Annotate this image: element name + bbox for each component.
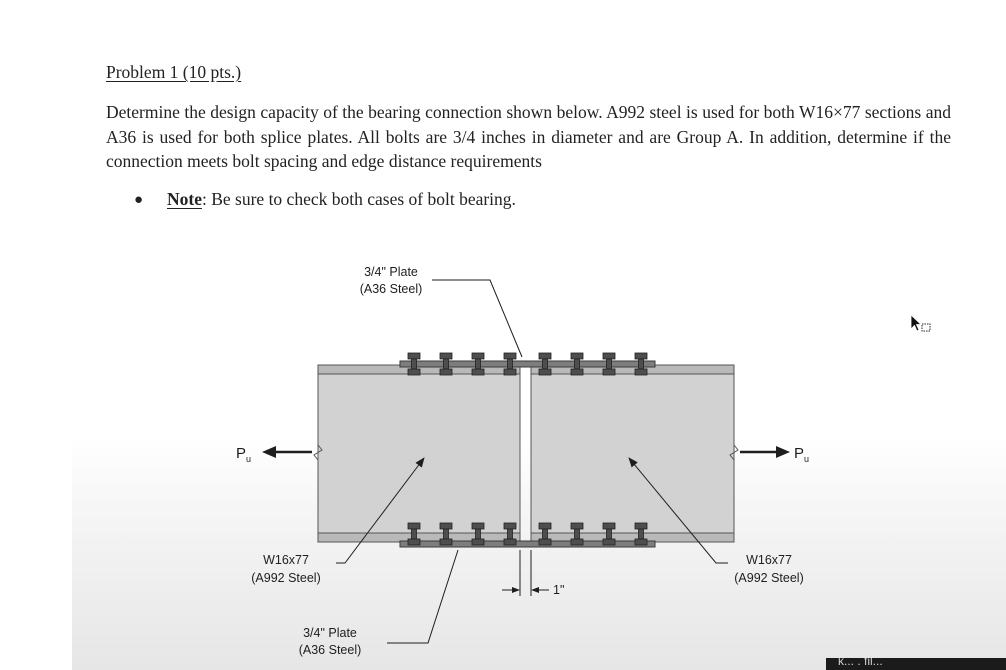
bottom-plate-leader (387, 549, 459, 644)
top-plate-label-line2: (A36 Steel) (360, 282, 423, 296)
bolt (471, 522, 485, 546)
bottom-plate-label-line1: 3/4" Plate (303, 626, 357, 640)
problem-statement: Determine the design capacity of the bea… (106, 102, 951, 171)
left-beam-label-line1: W16x77 (263, 553, 309, 567)
bolt (407, 352, 421, 376)
gap-dimension-label: 1" (553, 583, 564, 597)
bullet-icon: ● (134, 192, 144, 208)
top-splice-plate (399, 360, 656, 368)
bottom-splice-plate (399, 540, 656, 548)
top-plate-leader (432, 279, 523, 358)
right-beam-leader (628, 457, 728, 564)
note-label: Note (167, 189, 202, 209)
bottom-plate-label-line2: (A36 Steel) (299, 643, 362, 657)
video-caption-bar: k... . fil... (826, 658, 1006, 670)
right-load-arrow (740, 446, 790, 458)
left-load-label: Pu (236, 445, 251, 464)
gap-dimension (502, 550, 549, 596)
bolt (538, 522, 552, 546)
bolt (439, 352, 453, 376)
bolt (602, 522, 616, 546)
note-item: ● Note: Be sure to check both cases of bo… (134, 189, 516, 210)
left-beam-label-line2: (A992 Steel) (251, 571, 320, 585)
left-beam-leader (336, 457, 425, 564)
bolt (570, 352, 584, 376)
top-plate-label-line1: 3/4" Plate (364, 265, 418, 279)
bolt (439, 522, 453, 546)
bolts (407, 352, 648, 546)
left-beam (313, 364, 521, 543)
bolt (471, 352, 485, 376)
caption-text: k... . fil... (838, 658, 883, 668)
right-beam (530, 364, 739, 543)
left-load-arrow (262, 446, 312, 458)
bolt (538, 352, 552, 376)
bolt (570, 522, 584, 546)
bolt (602, 352, 616, 376)
right-beam-label-line1: W16x77 (746, 553, 792, 567)
bolt (634, 522, 648, 546)
mouse-cursor-icon (910, 314, 931, 332)
bolt (503, 522, 517, 546)
bolt (503, 352, 517, 376)
bolt (634, 352, 648, 376)
right-load-label: Pu (794, 445, 809, 464)
problem-title: Problem 1 (10 pts.) (106, 62, 242, 82)
note-text: : Be sure to check both cases of bolt be… (201, 189, 516, 209)
right-beam-label-line2: (A992 Steel) (734, 571, 803, 585)
bolt (407, 522, 421, 546)
